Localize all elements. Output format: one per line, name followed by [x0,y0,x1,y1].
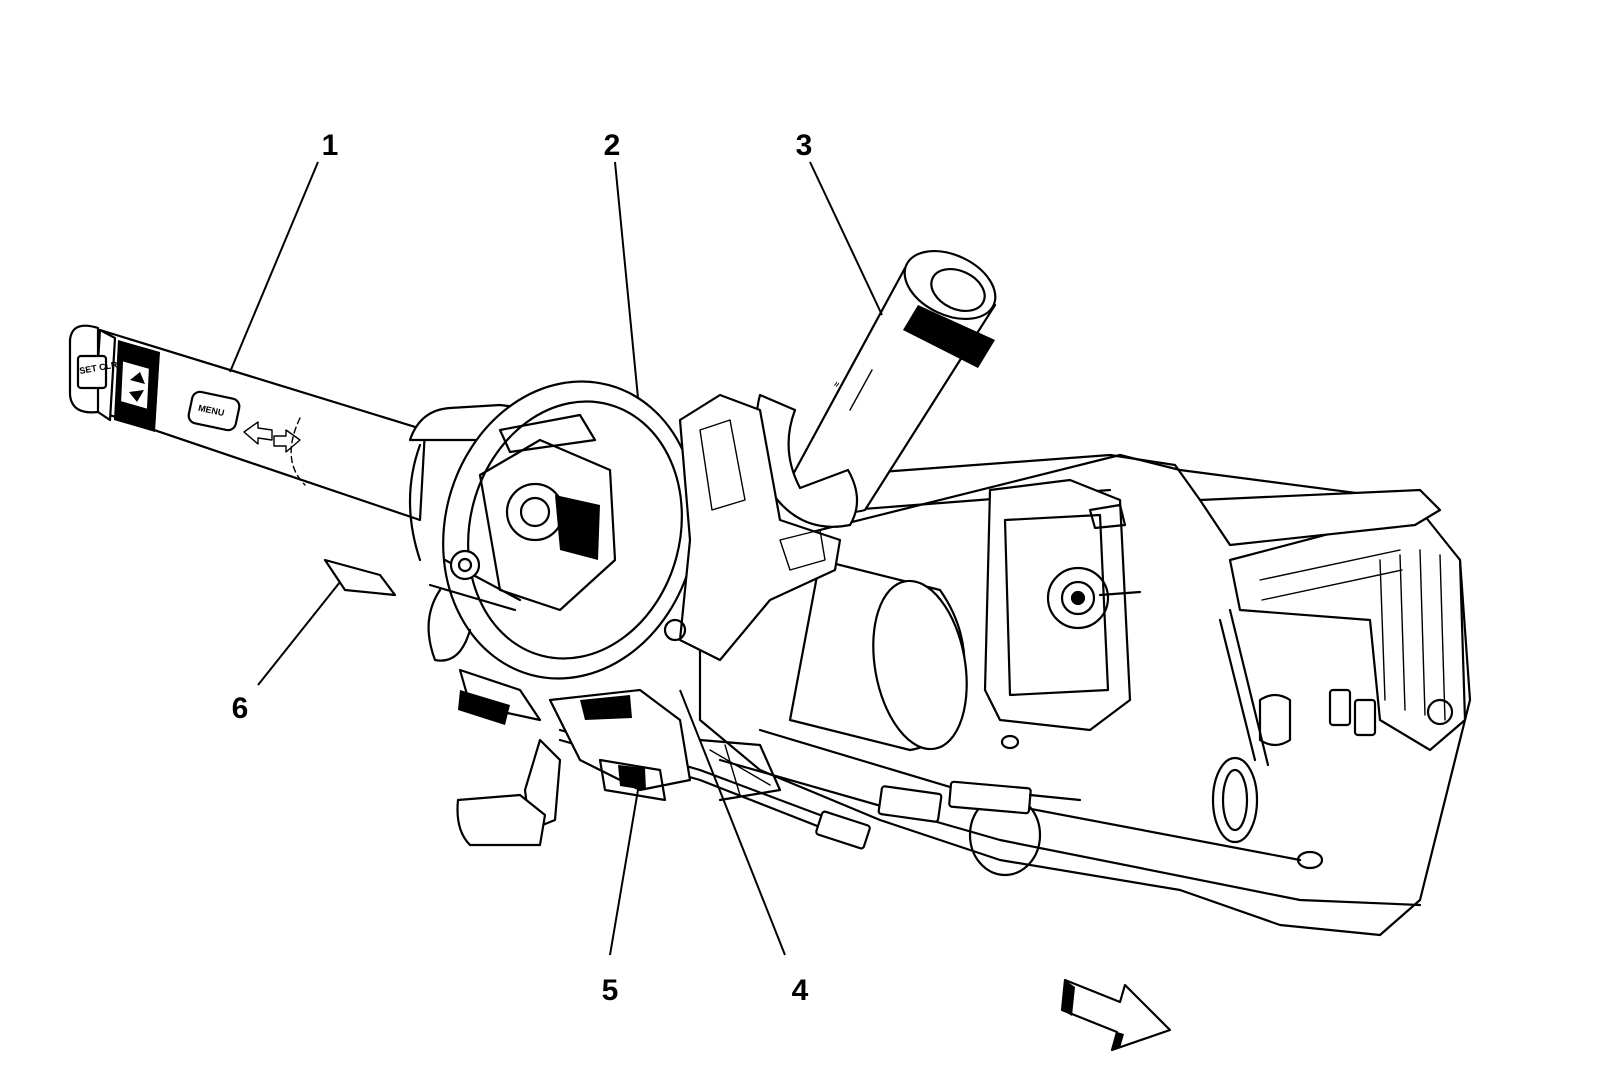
callout-leaders [229,161,883,956]
spring-coil [1211,608,1270,844]
callout-1: 1 [322,129,339,162]
leader-3 [809,161,883,316]
callout-2: 2 [604,129,621,162]
clockspring [408,380,698,725]
leader-6 [257,581,341,686]
wiper-lever: ≈ [755,249,997,528]
leader-2 [614,161,639,399]
leader-4 [679,689,786,956]
multifunction-lever: SET CLR MENU [68,324,427,522]
right-grid-bracket [1198,488,1467,752]
svg-text:≈: ≈ [831,380,842,389]
callout-4: 4 [792,974,809,1007]
callout-labels: 1 2 3 4 5 6 [232,129,813,1007]
callout-6: 6 [232,692,249,725]
leader-1 [229,161,319,373]
lower-module [456,688,782,847]
front-direction-arrow-icon [1060,978,1172,1052]
leader-5 [609,789,639,956]
column-housing [663,393,842,662]
callout-5: 5 [602,974,619,1007]
steering-column-body [698,453,1472,937]
callout-3: 3 [796,129,813,162]
